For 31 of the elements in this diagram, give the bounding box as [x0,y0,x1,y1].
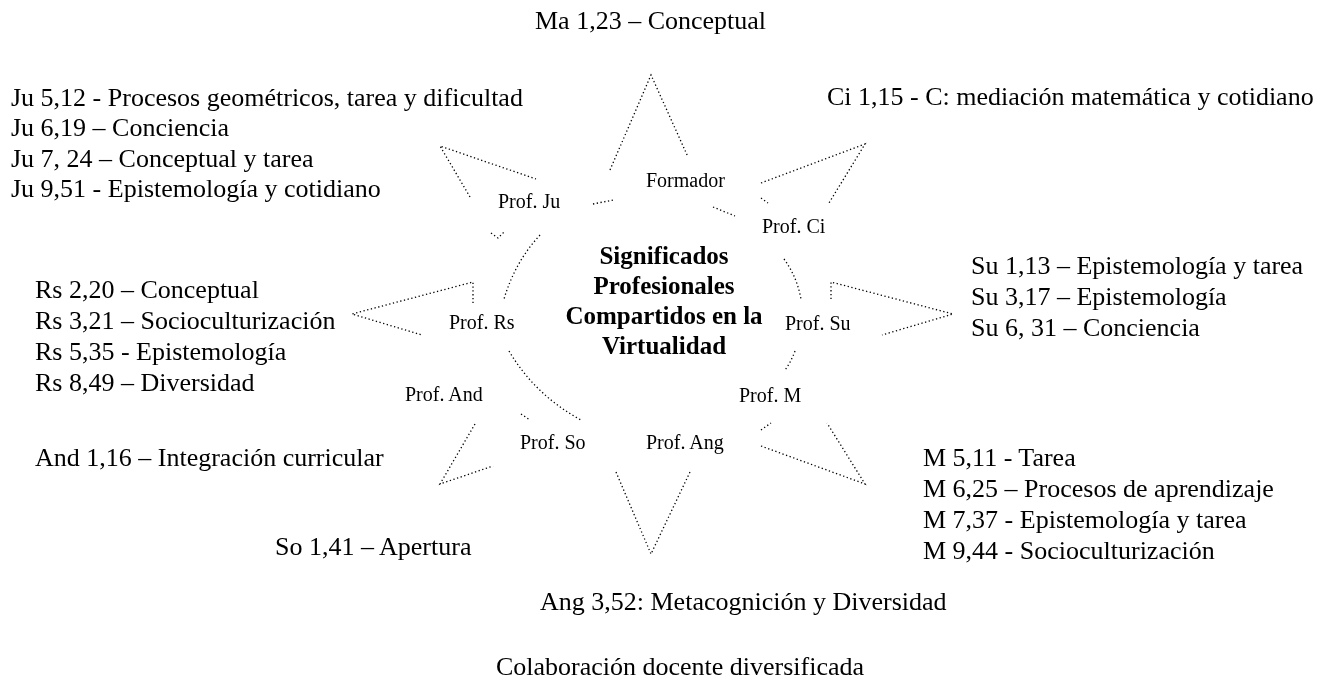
meaning-entry: So 1,41 – Apertura [275,532,472,562]
meaning-entry: Su 6, 31 – Conciencia [971,313,1200,343]
meaning-entry: Rs 5,35 - Epistemología [35,337,287,367]
participant-label: Prof. M [739,383,802,407]
meaning-entry: Rs 2,20 – Conceptual [35,275,259,305]
meaning-entry: Ang 3,52: Metacognición y Diversidad [540,587,947,617]
meaning-entry: M 7,37 - Epistemología y tarea [923,505,1247,535]
meaning-entry: Ju 9,51 - Epistemología y cotidiano [11,174,381,204]
meaning-entry: M 6,25 – Procesos de aprendizaje [923,474,1274,504]
participant-label: Prof. So [520,430,586,454]
title-text: Significados Profesionales Compartidos en la Virtualidad [549,241,779,361]
meaning-entry: M 5,11 - Tarea [923,443,1076,473]
participant-label: Prof. Su [785,311,851,335]
participant-label: Prof. Ju [498,189,561,213]
meaning-entry: Ci 1,15 - C: mediación matemática y cotidiano [827,82,1314,112]
meaning-entry: Su 3,17 – Epistemología [971,282,1227,312]
meaning-entry: And 1,16 – Integración curricular [35,443,384,473]
participant-label: Formador [646,168,725,192]
meaning-entry: Ju 5,12 - Procesos geométricos, tarea y dificultad [11,83,523,113]
participant-label: Prof. And [405,382,483,406]
meaning-entry: M 9,44 - Socioculturización [923,536,1215,566]
meaning-entry: Rs 8,49 – Diversidad [35,368,255,398]
meaning-entry: Ju 6,19 – Conciencia [11,113,230,143]
meaning-entry: Rs 3,21 – Socioculturización [35,306,336,336]
participant-label: Prof. Ci [762,214,826,238]
meaning-entry: Ju 7, 24 – Conceptual y tarea [11,144,314,174]
meaning-entry: Su 1,13 – Epistemología y tarea [971,251,1304,281]
meaning-entry: Ma 1,23 – Conceptual [535,6,767,36]
caption: Colaboración docente diversificada [494,652,866,682]
participant-label: Prof. Ang [646,430,724,454]
participant-label: Prof. Rs [449,310,515,334]
